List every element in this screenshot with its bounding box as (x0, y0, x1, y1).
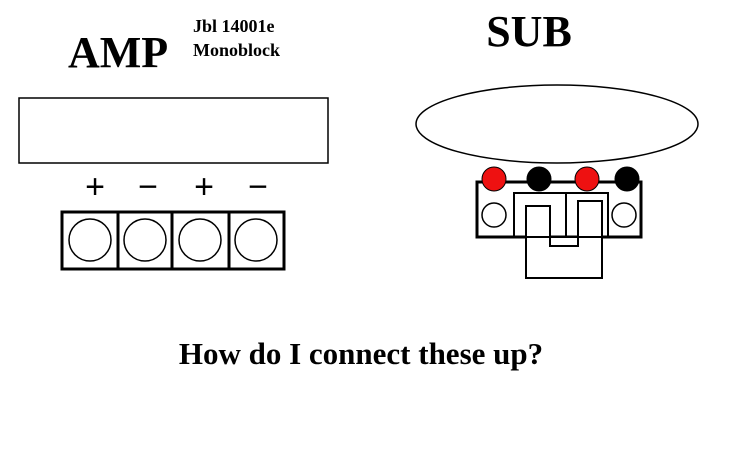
sub-terminal-post-3 (574, 166, 600, 192)
amp-terminal-sign-4: − (248, 168, 268, 206)
amp-terminal-sign-3: + (194, 168, 214, 206)
sub-terminal-post-2 (526, 166, 552, 192)
amp-model-line2: Monoblock (193, 40, 280, 60)
sub-jumper-bracket (513, 192, 609, 279)
amp-terminal-sign-2: − (138, 168, 158, 206)
sub-screw-right (611, 202, 637, 228)
sub-terminal-post-4 (614, 166, 640, 192)
sub-cone (415, 84, 699, 164)
sub-terminal-post-1 (481, 166, 507, 192)
amp-model-line1: Jbl 14001e (193, 16, 275, 36)
question-text: How do I connect these up? (179, 336, 543, 371)
amp-terminal-3 (178, 218, 222, 262)
amp-terminal-2 (123, 218, 167, 262)
amp-title: AMP (68, 28, 168, 77)
amp-terminal-4 (234, 218, 278, 262)
amp-terminal-1 (68, 218, 112, 262)
amp-body (18, 97, 329, 164)
sub-screw-left (481, 202, 507, 228)
amp-terminal-sign-1: + (85, 168, 105, 206)
amp-terminal-block (60, 210, 286, 271)
sub-title: SUB (486, 7, 572, 56)
